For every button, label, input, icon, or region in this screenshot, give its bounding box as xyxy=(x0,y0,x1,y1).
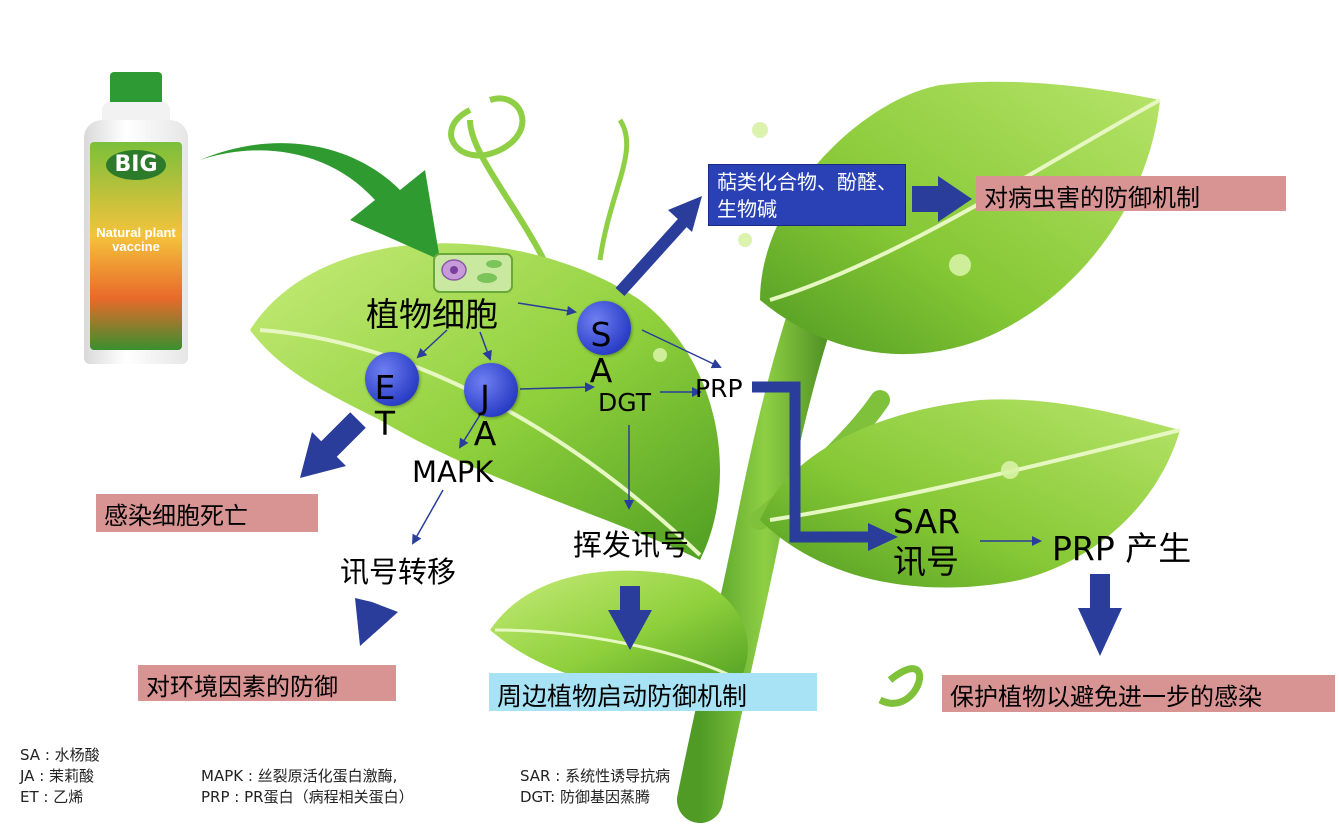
mapk-label: MAPK xyxy=(412,455,494,489)
sa-label: S A xyxy=(589,315,613,390)
legend-item: JA : 茉莉酸 xyxy=(20,767,95,785)
arrow-prp-to-sar xyxy=(752,381,898,551)
env-defense-box: 对环境因素的防御 xyxy=(138,665,396,701)
arrow-signal-to-envdefense xyxy=(355,598,398,646)
arrow-volatile-to-neighbor xyxy=(608,586,652,650)
plant-cell-label: 植物细胞 xyxy=(366,295,498,334)
arrow-sa-to-prp xyxy=(641,329,722,369)
legend-item: PRP : PR蛋白（病程相关蛋白） xyxy=(201,788,414,806)
sa-node xyxy=(577,301,631,355)
bottle-logo: BIG xyxy=(106,150,166,180)
legend-item: ET : 乙烯 xyxy=(20,788,84,806)
legend-item: SA : 水杨酸 xyxy=(20,746,100,764)
arrow-ja-to-dgt xyxy=(519,382,595,393)
arrow-mapk-to-signal xyxy=(412,489,444,545)
prp-label: PRP xyxy=(695,374,743,403)
cell-death-box: 感染细胞死亡 xyxy=(96,494,318,532)
ja-label: J A xyxy=(473,378,497,453)
prp-production-label: PRP 产生 xyxy=(1052,529,1192,568)
legend-col-3: SAR : 系统性诱导抗病 DGT: 防御基因蒸腾 xyxy=(520,766,670,808)
arrow-ja-to-mapk xyxy=(458,414,481,449)
arrow-prp-to-protect xyxy=(1078,574,1122,656)
legend-col-1: SA : 水杨酸 JA : 茉莉酸 ET : 乙烯 xyxy=(20,745,100,808)
bottle-product-name: Natural plant vaccine xyxy=(96,225,176,254)
terpenoids-box: 萜类化合物、酚醛、生物碱 xyxy=(708,164,906,226)
neighbor-defense-box: 周边植物启动防御机制 xyxy=(489,673,817,711)
arrow-sa-to-terpenoids xyxy=(615,196,702,297)
arrow-et-to-celldeath xyxy=(300,412,366,478)
sar-signal-label: SAR 讯号 xyxy=(893,502,961,581)
legend-item: DGT: 防御基因蒸腾 xyxy=(520,788,650,806)
bottle-cap xyxy=(110,72,162,104)
ja-node xyxy=(464,363,518,417)
volatile-signal-label: 挥发讯号 xyxy=(573,528,690,562)
pest-defense-box: 对病虫害的防御机制 xyxy=(976,176,1286,212)
bottle-neck xyxy=(102,102,170,124)
arrow-cell-to-et xyxy=(416,329,448,359)
plant-cell-icon xyxy=(433,253,513,293)
arrow-cell-to-sa xyxy=(517,302,577,316)
legend-item: MAPK : 丝裂原活化蛋白激酶, xyxy=(201,767,398,785)
legend-item: SAR : 系统性诱导抗病 xyxy=(520,767,671,785)
vaccine-bottle: BIG Natural plant vaccine xyxy=(80,72,192,364)
arrow-cell-to-ja xyxy=(479,331,492,361)
et-node xyxy=(365,352,419,406)
big-green-arrow xyxy=(200,143,440,260)
signal-transfer-label: 讯号转移 xyxy=(340,555,457,589)
arrow-terpenoids-to-pest xyxy=(912,176,972,222)
legend-col-2: MAPK : 丝裂原活化蛋白激酶, PRP : PR蛋白（病程相关蛋白） xyxy=(201,766,414,808)
protect-further-box: 保护植物以避免进一步的感染 xyxy=(942,675,1335,712)
et-label: E T xyxy=(374,368,396,443)
bottle-label: BIG Natural plant vaccine xyxy=(90,142,182,350)
dgt-label: DGT xyxy=(598,388,652,417)
